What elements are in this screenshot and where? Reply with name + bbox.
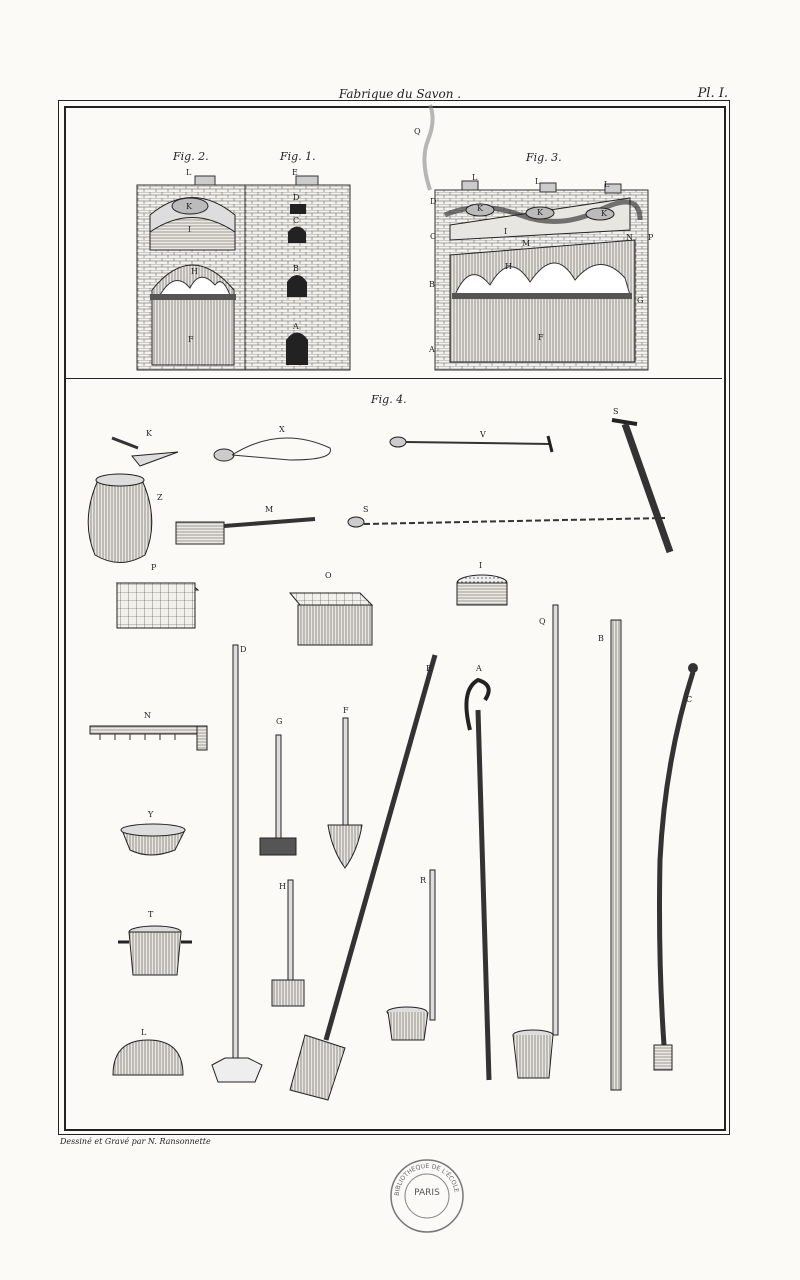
tool-trowel-k — [111, 436, 179, 467]
tool-letter-t: T — [148, 910, 154, 919]
fig1-letter-d: D — [293, 193, 300, 202]
tool-sieve-i — [456, 574, 508, 606]
fig1-label: Fig. 1. — [280, 150, 316, 163]
tool-letter-x: X — [279, 425, 285, 434]
tool-letter-b: B — [598, 634, 604, 643]
tool-letter-s1: S — [613, 407, 619, 416]
fig3-letter-l1: L — [472, 173, 478, 182]
tool-ladle-r — [386, 869, 436, 1041]
stamp-city: PARIS — [414, 1188, 440, 1198]
tool-letter-s2: S — [363, 505, 369, 514]
inner-frame — [64, 106, 726, 1131]
fig3-letter-n: N — [626, 233, 633, 242]
fig2-letter-l: L — [186, 168, 192, 177]
tool-letter-c: C — [686, 695, 693, 704]
tool-letter-p: P — [151, 563, 157, 572]
fig1-letter-c: C — [293, 216, 300, 225]
fig3-letter-q: Q — [414, 127, 421, 136]
tool-auger-s — [611, 418, 674, 554]
fig3-letter-m: M — [522, 239, 531, 248]
tool-shovel-e — [289, 654, 438, 1101]
plate-number: Pl. I. — [697, 86, 728, 101]
tool-rake-n — [89, 725, 208, 751]
tool-letter-i: I — [479, 561, 483, 570]
tool-loop-x — [213, 437, 331, 462]
tool-letter-l: L — [141, 1028, 147, 1037]
plate-title: Fabrique du Savon . — [338, 87, 462, 101]
fig3-label: Fig. 3. — [526, 151, 562, 164]
tool-letter-r: R — [420, 876, 427, 885]
fig3-letter-p: P — [648, 233, 654, 242]
tool-block-p — [115, 582, 200, 629]
fig2-letter-h: H — [191, 267, 198, 276]
tool-bucket-t — [118, 925, 192, 976]
tool-letter-z: Z — [157, 493, 163, 502]
tool-letter-h: H — [279, 882, 286, 891]
tool-letter-m: M — [265, 505, 274, 514]
stamp-seal-icon: BIBLIOTHÈQUE DE L'ÉCOLE DE PHARMACIE — [386, 1153, 464, 1233]
tool-stirrer-c — [653, 663, 698, 1071]
fig2-letter-k: K — [186, 202, 192, 211]
fig1-furnace-front — [244, 175, 351, 371]
engraver-credit: Dessiné et Gravé par N. Ransonnette — [60, 1137, 211, 1146]
fig3-letter-k2: K — [537, 208, 543, 217]
tool-spade-f — [327, 717, 363, 869]
fig3-letter-b: B — [429, 280, 435, 289]
tool-hook-a — [464, 677, 492, 1081]
tool-bar-b — [610, 619, 622, 1091]
fig2-furnace-section — [136, 175, 246, 371]
fig3-letter-h: H — [505, 262, 512, 271]
fig3-letter-a: A — [429, 345, 435, 354]
section-divider — [66, 378, 722, 379]
tool-block-o — [288, 592, 374, 646]
tool-rod-v — [389, 435, 554, 453]
tool-tamp-h — [271, 879, 305, 1007]
fig3-letter-l3: L — [604, 180, 610, 189]
tool-letter-v: V — [480, 430, 486, 439]
fig4-label: Fig. 4. — [371, 393, 407, 406]
tool-mallet-g — [259, 734, 297, 856]
tool-tamper-d — [211, 644, 263, 1083]
tool-letter-g: G — [276, 717, 283, 726]
tool-jar-z — [87, 473, 153, 563]
outer-frame — [58, 100, 730, 1135]
fig3-letter-i: I — [504, 227, 508, 236]
fig1-letter-e: E — [292, 168, 298, 177]
fig1-letter-b: B — [293, 264, 299, 273]
fig2-letter-f: F — [188, 335, 194, 344]
fig3-letter-k1: K — [477, 204, 483, 213]
library-stamp: BIBLIOTHÈQUE DE L'ÉCOLE DE PHARMACIE PAR… — [386, 1153, 465, 1234]
tool-letter-y: Y — [148, 810, 154, 819]
fig3-letter-l2: L — [535, 177, 541, 186]
tool-chain-s — [347, 516, 666, 528]
tool-spatula-m — [175, 517, 316, 545]
tool-letter-f: F — [343, 706, 349, 715]
tool-bowl-y — [120, 823, 186, 856]
fig2-label: Fig. 2. — [173, 150, 209, 163]
fig3-letter-g: G — [637, 296, 644, 305]
fig3-furnace-longitudinal — [422, 104, 649, 371]
tool-scraper-l — [112, 1039, 184, 1076]
tool-letter-q: Q — [539, 617, 546, 626]
tool-letter-d: D — [240, 645, 247, 654]
fig3-letter-c: C — [430, 232, 437, 241]
fig3-letter-d: D — [430, 197, 437, 206]
tool-letter-e: E — [426, 664, 432, 673]
tool-letter-o: O — [325, 571, 332, 580]
fig3-letter-k3: K — [601, 209, 607, 218]
tool-letter-a: A — [476, 664, 482, 673]
tool-letter-n: N — [144, 711, 151, 720]
fig3-letter-f: F — [538, 333, 544, 342]
tool-long-ladle-q — [512, 604, 559, 1079]
fig1-letter-a: A — [293, 322, 299, 331]
tool-letter-k: K — [146, 429, 152, 438]
fig2-letter-i: I — [188, 225, 192, 234]
